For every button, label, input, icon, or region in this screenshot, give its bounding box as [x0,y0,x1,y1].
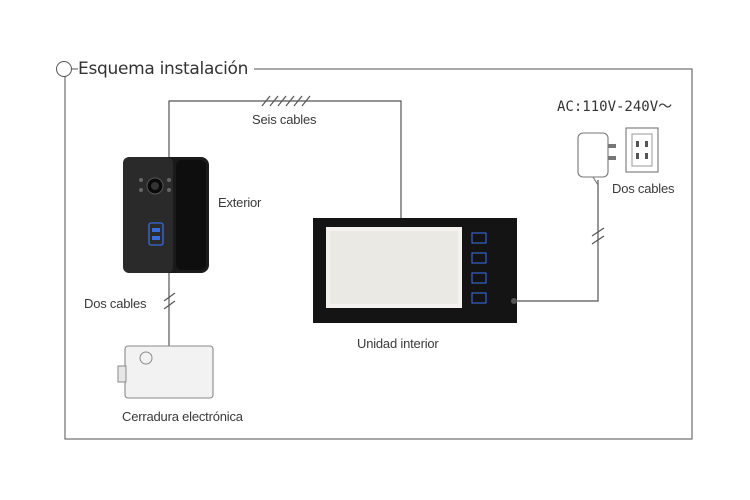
six-cable-hatch [261,95,311,107]
title-bullet-icon [56,61,72,77]
wiring [163,95,605,346]
indoor-unit-label: Unidad interior [357,336,439,351]
electronic-lock-icon [117,345,214,399]
ac-voltage-label: AC:110V-240V～ [557,99,673,115]
lock-wire-hatch [163,292,176,310]
diagram-frame [64,68,693,440]
power-wire-hatch [591,227,605,245]
lock-label: Cerradura electrónica [122,409,243,424]
diagram-title: Esquema instalación [78,59,255,79]
two-cables-power-label: Dos cables [612,181,675,196]
indoor-monitor-icon [313,218,517,323]
six-cables-label: Seis cables [252,112,317,127]
six-cable-wire [168,100,402,218]
outdoor-camera-unit-icon [123,157,209,273]
exterior-label: Exterior [218,195,262,210]
two-cables-lock-label: Dos cables [84,296,147,311]
power-adapter-icon [577,132,616,186]
power-wire [517,180,599,302]
wall-socket-icon [625,127,659,173]
